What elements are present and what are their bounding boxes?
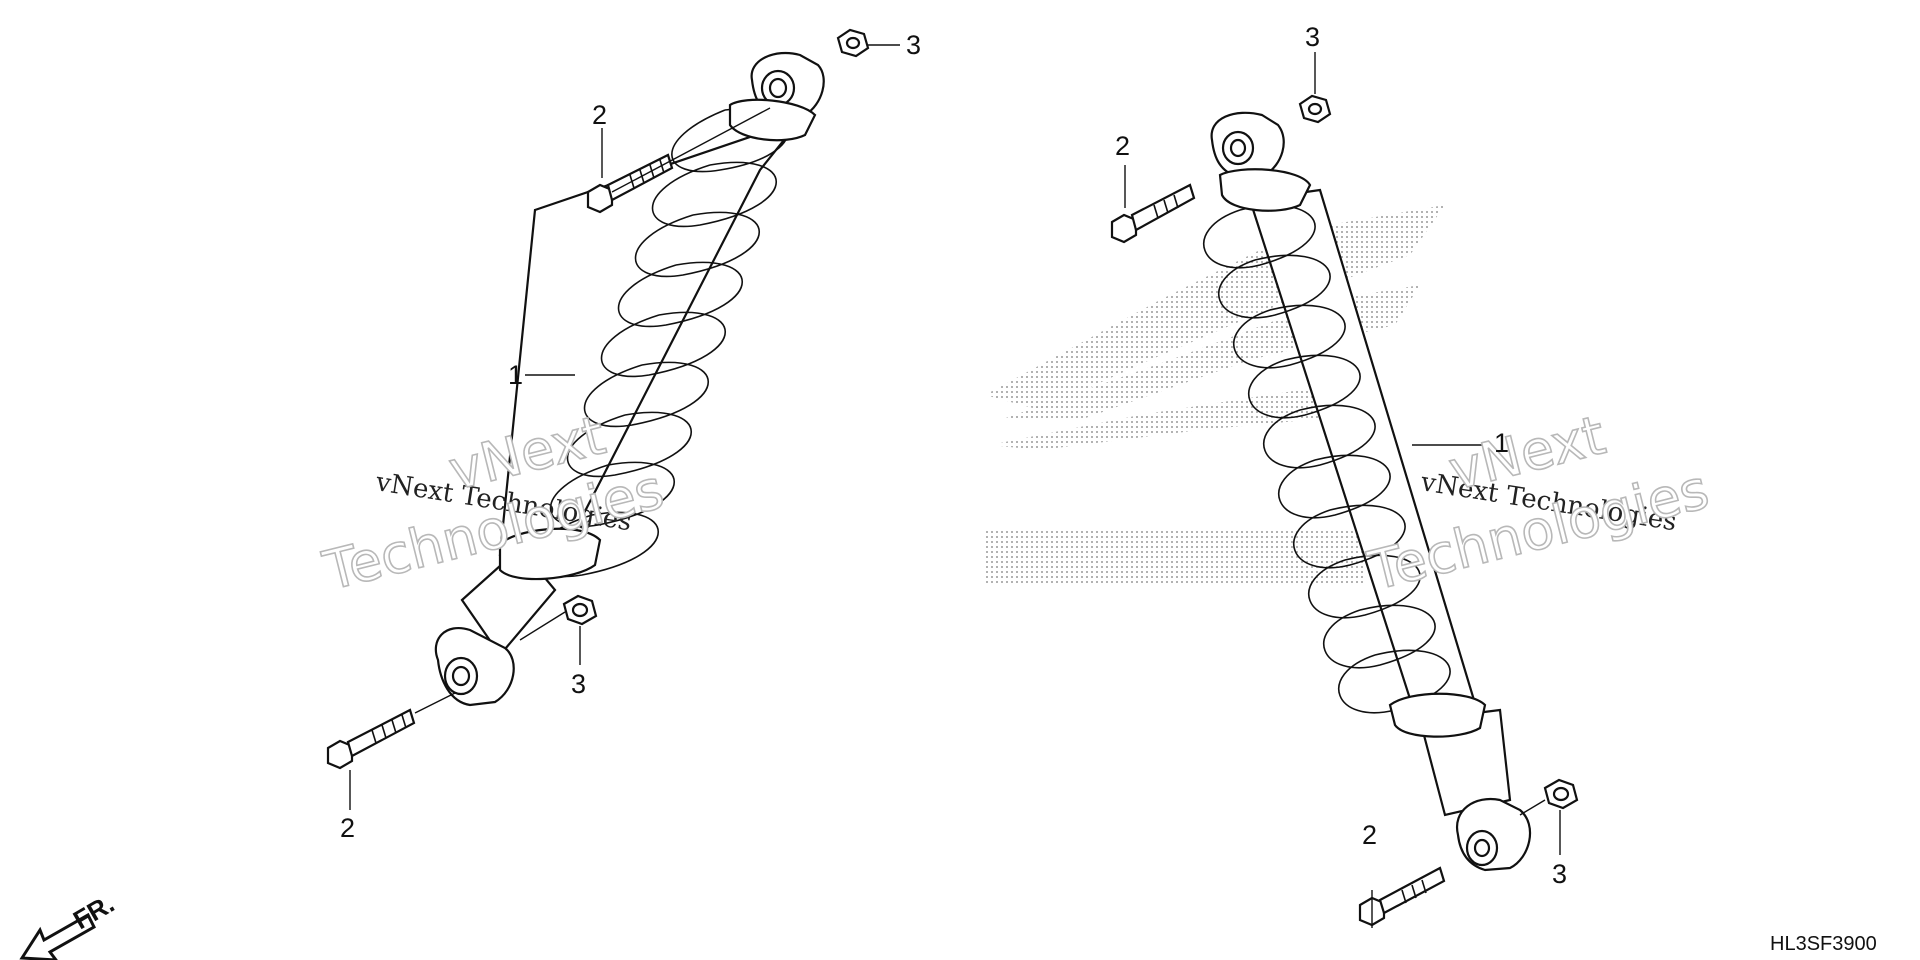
shock-absorber-right <box>1202 111 1531 872</box>
callout-bolt-right-bottom: 2 <box>1362 820 1377 850</box>
callout-bolt-right-top: 2 <box>1115 131 1130 161</box>
bolt-left-bottom <box>326 708 416 770</box>
nut-left-top <box>836 28 870 58</box>
nut-right-top <box>1298 94 1332 124</box>
callout-nut-left-top: 3 <box>906 30 921 60</box>
diagram-code: HL3SF3900 <box>1770 933 1877 955</box>
callout-shock-left: 1 <box>508 360 523 390</box>
callout-nut-left-bottom: 3 <box>571 669 586 699</box>
leader-lines-left <box>349 44 900 810</box>
callout-shock-right: 1 <box>1494 428 1509 458</box>
leader-lines-right <box>1124 52 1561 928</box>
callout-bolt-left-bottom: 2 <box>340 813 355 843</box>
callout-nut-right-bottom: 3 <box>1552 859 1567 889</box>
callout-labels: 1 2 3 2 3 1 2 3 2 3 <box>340 22 1567 889</box>
bolt-right-top <box>1110 183 1196 244</box>
front-direction-arrow-icon <box>19 912 96 960</box>
nut-right-bottom <box>1543 778 1579 810</box>
callout-nut-right-top: 3 <box>1305 22 1320 52</box>
shock-absorber-left <box>434 51 825 707</box>
callout-bolt-left-top: 2 <box>592 100 607 130</box>
nut-left-bottom <box>562 594 598 626</box>
